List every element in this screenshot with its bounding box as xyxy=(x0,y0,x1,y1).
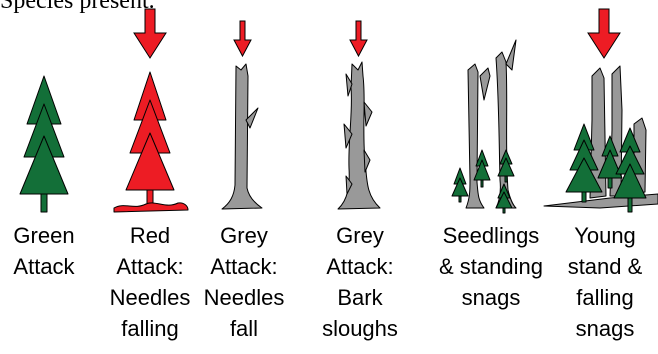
stage-label-grey-attack-needles: Grey Attack: Needles fall xyxy=(196,220,292,344)
label-line: Needles xyxy=(102,282,198,313)
label-line: & standing xyxy=(434,251,548,282)
grey-snag-bark-icon xyxy=(338,62,380,209)
label-line: fall xyxy=(196,313,292,344)
seedlings-snags-icon xyxy=(452,40,516,213)
large-arrow-icon xyxy=(588,9,620,58)
grey-snag-icon xyxy=(222,64,262,209)
red-pine-tree-icon xyxy=(114,72,188,212)
label-line: Red xyxy=(102,220,198,251)
label-line: falling xyxy=(557,282,653,313)
label-line: Young xyxy=(557,220,653,251)
label-line: Grey xyxy=(312,220,408,251)
small-arrow-icon xyxy=(234,21,251,56)
large-arrow-icon xyxy=(134,9,166,58)
stage-label-grey-attack-bark: Grey Attack: Bark sloughs xyxy=(312,220,408,344)
young-stand-icon xyxy=(544,66,658,212)
label-line: snags xyxy=(557,313,653,344)
label-line: Bark xyxy=(312,282,408,313)
label-line: Needles xyxy=(196,282,292,313)
label-line: Grey xyxy=(196,220,292,251)
label-line: sloughs xyxy=(312,313,408,344)
label-line: Attack: xyxy=(102,251,198,282)
stage-label-green-attack: Green Attack xyxy=(0,220,92,282)
label-line: Green xyxy=(0,220,92,251)
stage-label-red-attack: Red Attack: Needles falling xyxy=(102,220,198,344)
label-line: Attack xyxy=(0,251,92,282)
label-line: snags xyxy=(434,282,548,313)
small-arrow-icon xyxy=(350,21,367,56)
stage-label-young-stand: Young stand & falling snags xyxy=(557,220,653,344)
label-line: Attack: xyxy=(312,251,408,282)
label-line: Attack: xyxy=(196,251,292,282)
label-line: Seedlings xyxy=(434,220,548,251)
label-line: stand & xyxy=(557,251,653,282)
label-line: falling xyxy=(102,313,198,344)
stage-label-seedlings: Seedlings & standing snags xyxy=(434,220,548,313)
green-pine-tree-icon xyxy=(20,76,68,212)
